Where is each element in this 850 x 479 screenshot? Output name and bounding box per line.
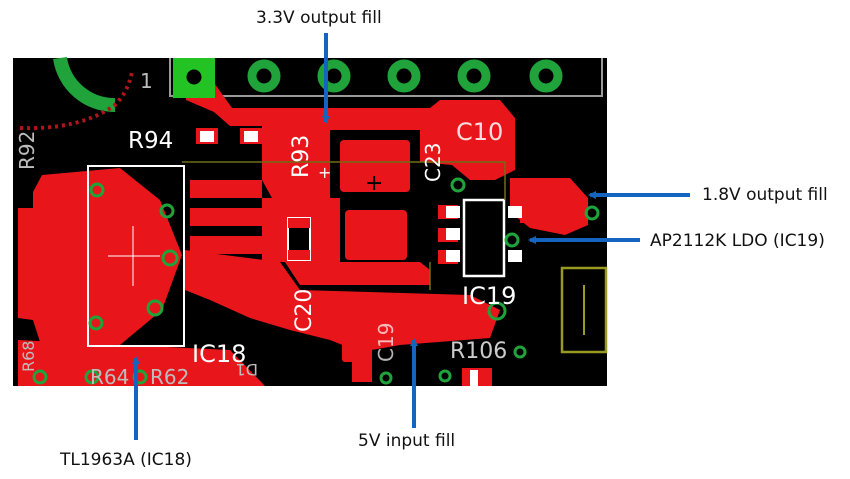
silk-c19: C19 — [374, 323, 398, 362]
silk-ic18: IC18 — [192, 340, 246, 368]
mounting-hole-outline — [19, 71, 134, 131]
callout-3v3-output-fill: 3.3V output fill — [256, 8, 382, 28]
silk-c10: C10 — [456, 118, 503, 146]
copper-1v8-fill — [510, 178, 588, 235]
silk-d1: D1 — [236, 360, 259, 379]
callout-1v8-output-fill: 1.8V output fill — [702, 185, 828, 205]
copper-5v-fill — [18, 168, 500, 386]
silk-ic19: IC19 — [462, 282, 516, 310]
silk-r92: R92 — [15, 131, 39, 170]
svg-text:+: + — [318, 163, 331, 182]
mounting-hole-ring — [53, 56, 116, 113]
silk-r64: R64 — [90, 365, 129, 389]
silk-c23: C23 — [421, 143, 445, 182]
r94-pad-silk — [244, 131, 258, 142]
silk-r93: R93 — [289, 135, 314, 178]
header-outline — [169, 58, 603, 97]
silk-c20: C20 — [292, 289, 317, 332]
r94-pad-silk — [200, 131, 214, 142]
svg-text:+: + — [365, 171, 383, 196]
silk-r62: R62 — [150, 365, 189, 389]
callout-5v-input-fill: 5V input fill — [358, 431, 456, 451]
silk-r106: R106 — [450, 339, 507, 364]
vias — [32, 177, 600, 385]
silk-r94: R94 — [128, 128, 173, 154]
ic18-outline — [87, 165, 185, 347]
callout-ap2112k-ldo: AP2112K LDO (IC19) — [650, 231, 825, 251]
silk-r68: R68 — [19, 341, 38, 372]
callout-arrows — [132, 33, 690, 440]
callout-tl1963a: TL1963A (IC18) — [60, 450, 192, 470]
ic19-outline — [462, 198, 506, 278]
silk-pin1: 1 — [140, 69, 153, 93]
component-outline — [560, 266, 608, 354]
header-pins — [247, 59, 563, 93]
